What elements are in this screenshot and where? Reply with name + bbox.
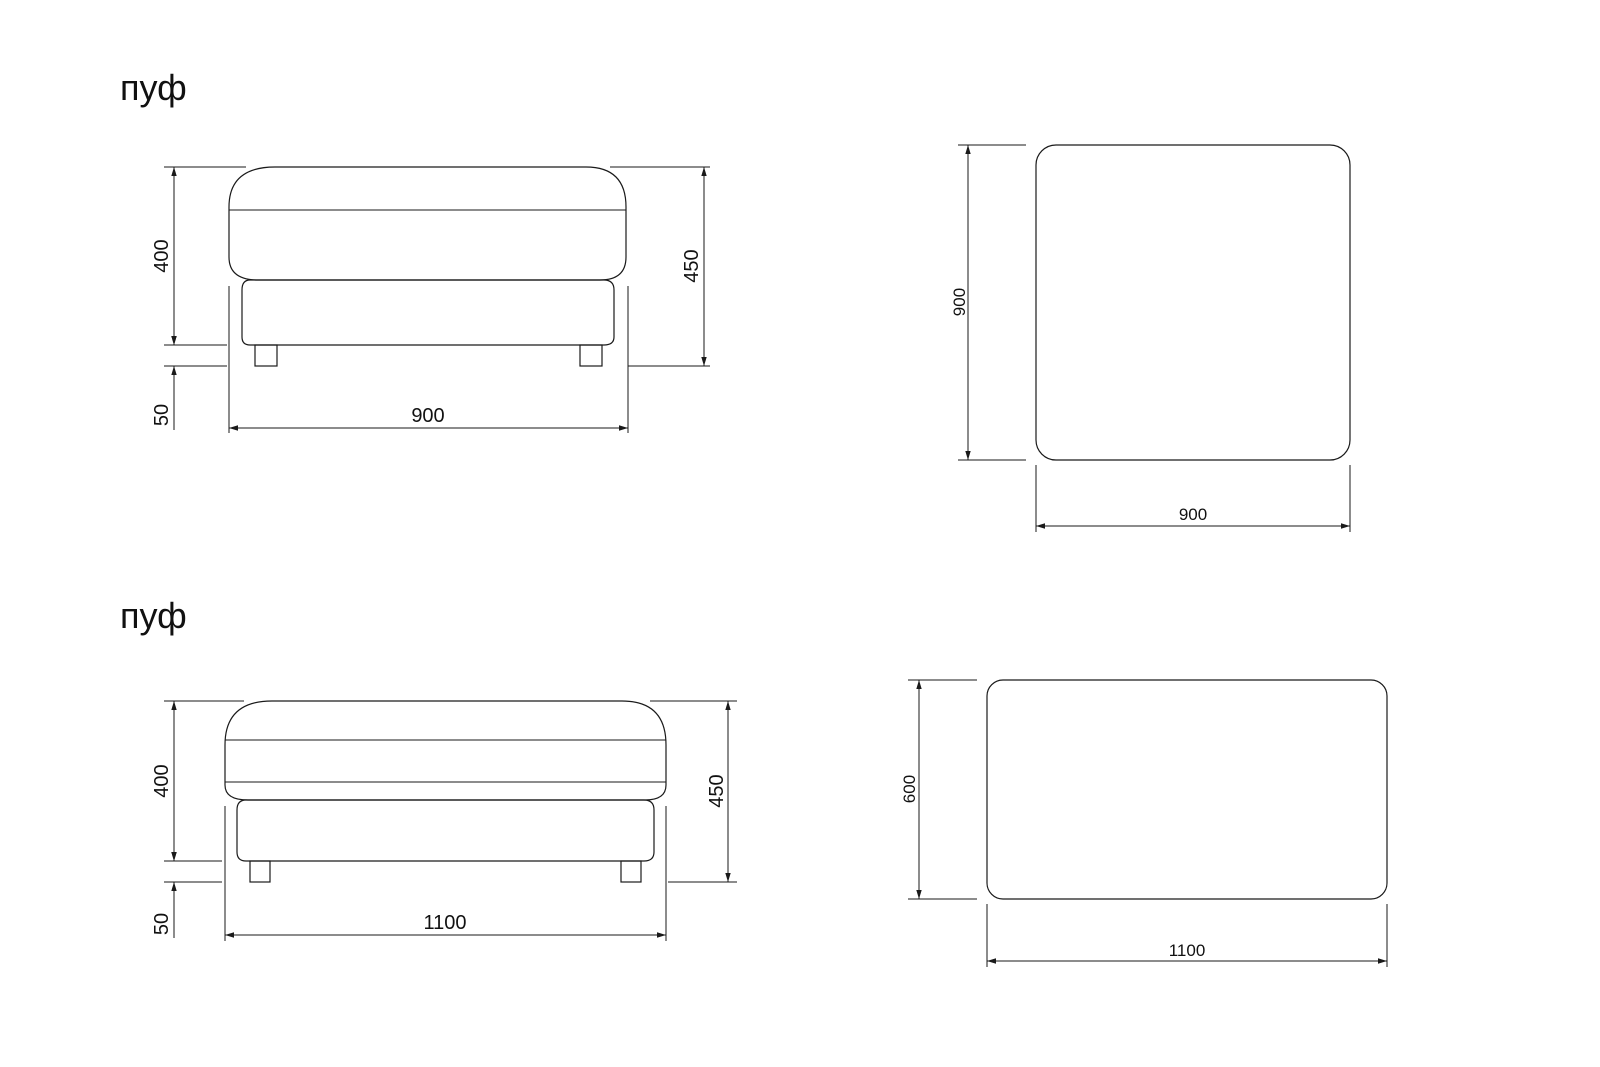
section-2-dim-width: 1100: [423, 912, 466, 934]
section-1-dim-leg-height: 50: [151, 404, 173, 426]
section-2-top-view: 600 1100: [900, 679, 1388, 967]
section-2-title: пуф: [120, 595, 187, 636]
section-1-dim-total-height: 450: [681, 249, 703, 282]
section-2-leg-left: [249, 860, 271, 883]
section-2-front-view: 400 50 450 1100: [151, 700, 737, 941]
section-1-seat-cushion: [228, 166, 627, 281]
section-1-dim-seat-height: 400: [151, 239, 173, 272]
section-1-top-outline: [1035, 144, 1351, 461]
section-1-title: пуф: [120, 67, 187, 108]
section-1-leg-right: [579, 344, 603, 367]
section-1-dim-top-width: 900: [1179, 505, 1207, 524]
section-2-dim-seat-height: 400: [151, 764, 173, 797]
section-2-dim-leg-height: 50: [151, 913, 173, 935]
section-2-seat-cushion: [224, 700, 667, 801]
section-2-dim-top-width: 1100: [1169, 941, 1206, 960]
section-1-dim-width: 900: [411, 405, 444, 427]
section-1-dim-depth: 900: [950, 288, 969, 316]
section-2-leg-right: [620, 860, 642, 883]
section-2-dim-total-height: 450: [706, 774, 728, 807]
section-2-top-outline: [986, 679, 1388, 900]
section-2-base: [236, 799, 655, 862]
section-1-base: [241, 279, 615, 346]
section-2-dim-depth: 600: [900, 775, 919, 803]
section-1-front-view: 400 50 450 900: [151, 166, 710, 433]
section-1-leg-left: [254, 344, 278, 367]
section-1-top-view: 900 900: [950, 144, 1351, 532]
